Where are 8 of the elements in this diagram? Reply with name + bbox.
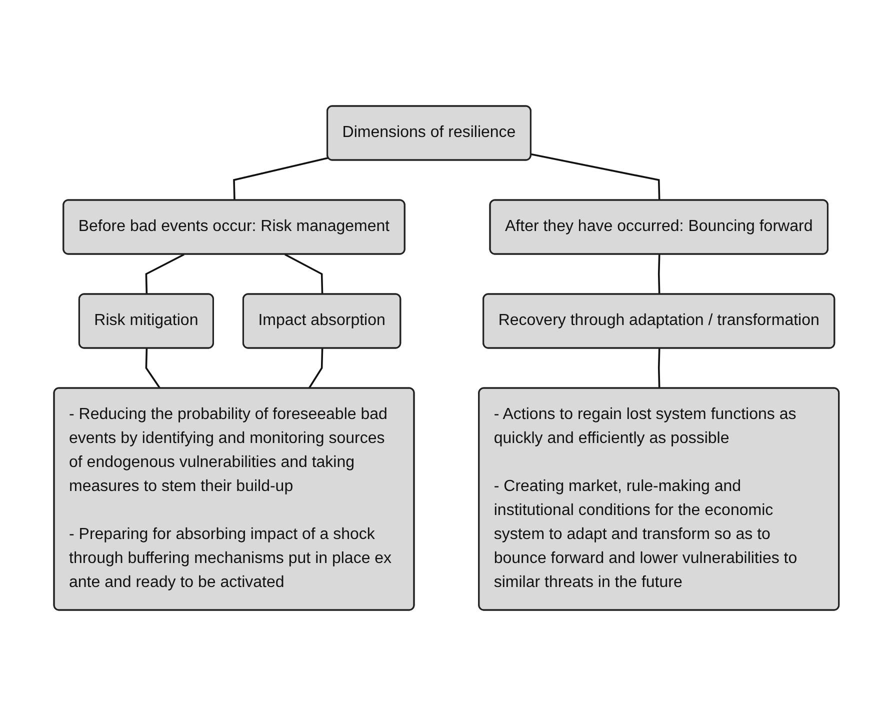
connector — [658, 254, 660, 294]
connector — [284, 253, 324, 294]
connector — [145, 348, 161, 388]
connector — [233, 156, 329, 200]
connector — [145, 253, 185, 294]
connector — [531, 152, 660, 200]
connector — [308, 348, 324, 388]
connector — [658, 348, 660, 388]
